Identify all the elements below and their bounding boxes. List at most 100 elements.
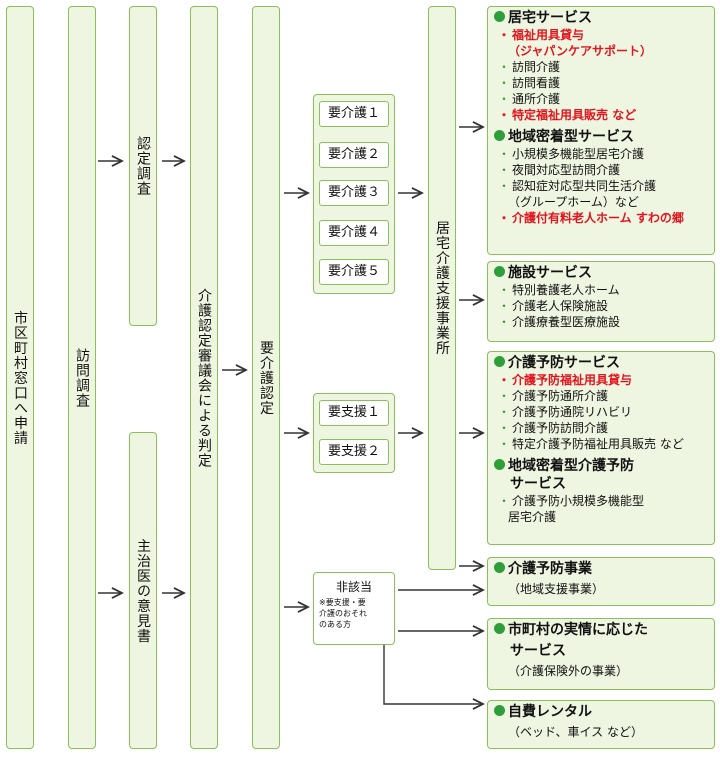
- survey-label: 認定調査: [135, 136, 151, 196]
- bullet-icon: ・: [498, 437, 511, 451]
- bullet-icon: ・: [498, 147, 511, 161]
- visit-label: 訪問調査: [74, 347, 90, 408]
- arrow-na-rental: [383, 645, 483, 704]
- bullet-dot-icon: [494, 356, 505, 367]
- certify-column: 要介護認定: [252, 6, 280, 749]
- apply-label: 市区町村窓口へ申請: [12, 310, 28, 445]
- facility-services-heading: 施設サービス: [494, 264, 708, 282]
- bullet-dot-icon: [494, 459, 505, 470]
- community-prevention-title-cont: サービス: [510, 476, 566, 492]
- apply-column: 市区町村窓口へ申請: [6, 6, 34, 749]
- doctor-label: 主治医の意見書: [135, 538, 151, 643]
- bullet-dot-icon: [494, 705, 505, 716]
- visit-column: 訪問調査: [68, 6, 96, 749]
- bullet-icon: ・: [498, 315, 511, 329]
- judge-column: 介護認定審議会による判定: [190, 6, 218, 749]
- not-applicable-note-3: のある方: [319, 620, 351, 629]
- prevention-item-4: ・特定介護予防福祉用具販売 など: [498, 437, 684, 451]
- community-item-2: ・認知症対応型共同生活介護: [498, 179, 657, 193]
- home-services-box: 居宅サービス ・福祉用具貸与 （ジャパンケアサポート） ・訪問介護 ・訪問看護 …: [487, 6, 715, 255]
- community-item-1: ・夜間対応型訪問介護: [498, 163, 621, 177]
- bullet-icon: ・: [498, 389, 511, 403]
- bullet-icon: ・: [498, 28, 511, 42]
- not-applicable-note-1: ※要支援・要: [319, 598, 366, 607]
- bullet-dot-icon: [494, 11, 505, 22]
- facility-services-title: 施設サービス: [508, 265, 592, 281]
- bullet-dot-icon: [494, 130, 505, 141]
- prevention-project-heading: 介護予防事業: [494, 560, 708, 578]
- municipal-services-heading: 市町村の実情に応じた: [494, 621, 708, 639]
- municipal-services-sub: （介護保険外の事業）: [508, 664, 629, 678]
- bullet-icon: ・: [498, 421, 511, 435]
- bullet-icon: ・: [498, 373, 511, 387]
- facility-item-0: ・特別養護老人ホーム: [498, 283, 620, 297]
- bullet-icon: ・: [498, 211, 511, 225]
- bullet-icon: ・: [498, 494, 511, 508]
- community-services-heading: 地域密着型サービス: [494, 128, 708, 146]
- not-applicable-title: 非該当: [335, 580, 372, 594]
- rental-box: 自費レンタル （ベッド、車イス など）: [487, 700, 715, 749]
- home-item-4: ・通所介護: [498, 92, 561, 106]
- prevention-project-box: 介護予防事業 （地域支援事業）: [487, 557, 715, 606]
- care-level-3: 要介護３: [319, 180, 389, 206]
- community-item-3: （グループホーム）など: [508, 195, 639, 209]
- bullet-dot-icon: [494, 623, 505, 634]
- municipal-services-title: 市町村の実情に応じた: [508, 622, 648, 638]
- bullet-icon: ・: [498, 299, 511, 313]
- not-applicable-box: 非該当 ※要支援・要 介護のおそれ のある方: [313, 572, 395, 645]
- prevention-services-heading: 介護予防サービス: [494, 354, 708, 372]
- community-prevention-title: 地域密着型介護予防: [508, 458, 634, 474]
- bullet-icon: ・: [498, 179, 511, 193]
- home-item-0: ・福祉用具貸与: [498, 28, 585, 42]
- office-column: 居宅介護支援事業所: [428, 6, 456, 570]
- rental-heading: 自費レンタル: [494, 703, 708, 721]
- community-prevention-item-0: ・介護予防小規模多機能型: [498, 494, 645, 508]
- support-level-1: 要支援１: [319, 400, 389, 426]
- rental-title: 自費レンタル: [508, 704, 592, 720]
- prevention-services-title: 介護予防サービス: [508, 355, 620, 371]
- bullet-icon: ・: [498, 405, 511, 419]
- municipal-services-title-cont: サービス: [510, 643, 566, 659]
- judge-label: 介護認定審議会による判定: [196, 287, 212, 468]
- facility-services-box: 施設サービス ・特別養護老人ホーム ・介護老人保険施設 ・介護療養型医療施設: [487, 261, 715, 342]
- bullet-dot-icon: [494, 562, 505, 573]
- community-item-4: ・介護付有料老人ホーム すわの郷: [498, 211, 684, 225]
- support-level-2: 要支援２: [319, 439, 389, 465]
- office-label: 居宅介護支援事業所: [434, 220, 450, 356]
- bullet-icon: ・: [498, 76, 511, 90]
- prevention-project-title: 介護予防事業: [508, 561, 592, 577]
- community-item-0: ・小規模多機能型居宅介護: [498, 147, 645, 161]
- community-services-title: 地域密着型サービス: [508, 129, 634, 145]
- prevention-item-1: ・介護予防通所介護: [498, 389, 609, 403]
- bullet-icon: ・: [498, 92, 511, 106]
- bullet-icon: ・: [498, 163, 511, 177]
- not-applicable-note-2: 介護のおそれ: [319, 609, 367, 618]
- community-prevention-heading: 地域密着型介護予防: [494, 457, 708, 475]
- home-services-title: 居宅サービス: [508, 10, 592, 26]
- prevention-item-0: ・介護予防福祉用具貸与: [498, 373, 633, 387]
- facility-item-1: ・介護老人保険施設: [498, 299, 609, 313]
- bullet-icon: ・: [498, 60, 511, 74]
- municipal-services-box: 市町村の実情に応じた サービス （介護保険外の事業）: [487, 618, 715, 690]
- home-item-5: ・特定福祉用具販売 など: [498, 108, 637, 122]
- rental-sub: （ベッド、車イス など）: [508, 725, 643, 739]
- doctor-box: 主治医の意見書: [129, 432, 157, 749]
- bullet-icon: ・: [498, 108, 511, 122]
- home-item-1: （ジャパンケアサポート）: [508, 44, 653, 58]
- care-level-1: 要介護１: [319, 101, 389, 127]
- prevention-item-3: ・介護予防訪問介護: [498, 421, 609, 435]
- care-level-2: 要介護２: [319, 142, 389, 168]
- care-level-4: 要介護４: [319, 220, 389, 246]
- prevention-project-sub: （地域支援事業）: [508, 582, 605, 596]
- bullet-icon: ・: [498, 283, 511, 297]
- survey-box: 認定調査: [129, 6, 157, 326]
- community-prevention-item-0-cont: 居宅介護: [508, 510, 557, 524]
- home-item-3: ・訪問看護: [498, 76, 561, 90]
- facility-item-2: ・介護療養型医療施設: [498, 315, 621, 329]
- bullet-dot-icon: [494, 266, 505, 277]
- prevention-item-2: ・介護予防通院リハビリ: [498, 405, 633, 419]
- home-item-2: ・訪問介護: [498, 60, 561, 74]
- care-level-5: 要介護５: [319, 259, 389, 285]
- certify-label: 要介護認定: [258, 340, 274, 415]
